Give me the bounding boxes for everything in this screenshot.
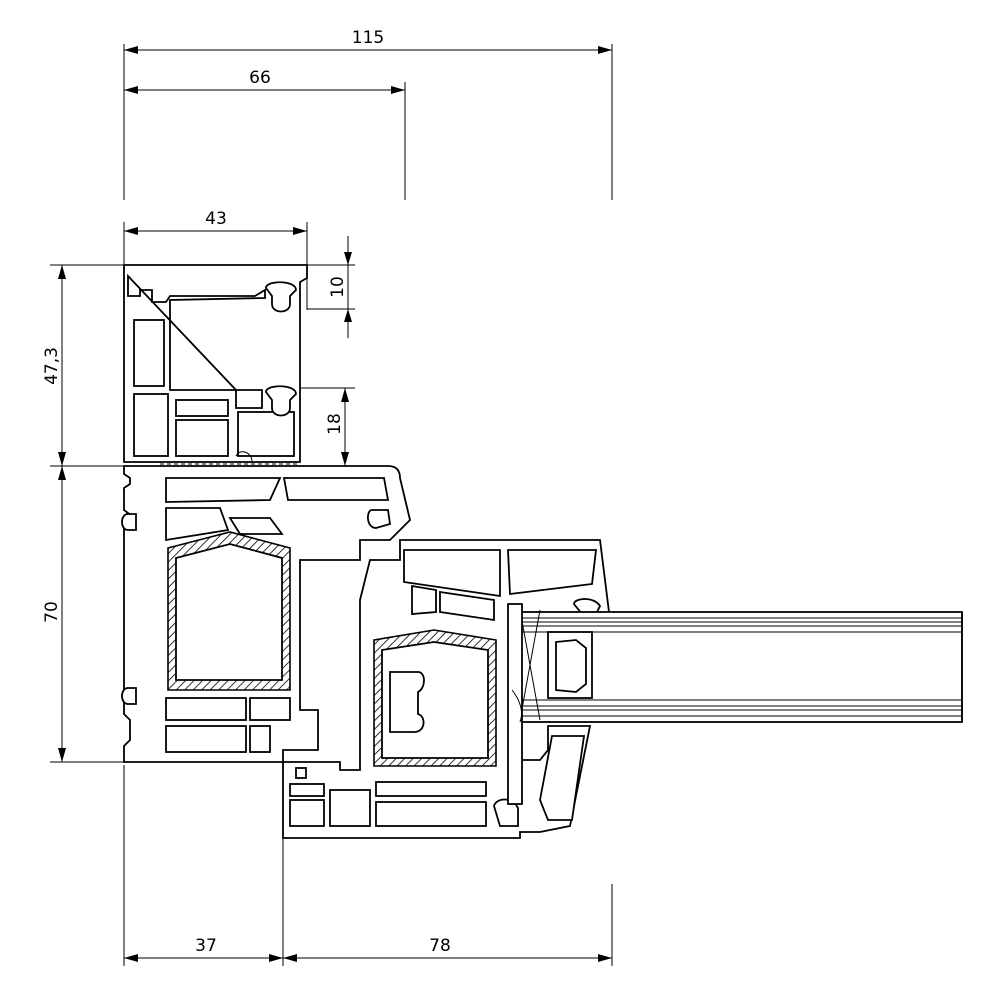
dimension-label-115: 115 <box>352 28 384 48</box>
dimension-label-66: 66 <box>249 68 271 88</box>
dimension-label-78: 78 <box>429 936 451 956</box>
dimension-upper-gap: 10 <box>307 236 355 338</box>
dimension-frame-height: 47,3 <box>42 264 124 467</box>
dimension-label-47-3: 47,3 <box>42 347 62 385</box>
dimension-overall-width: 115 <box>123 28 613 200</box>
dimension-label-18: 18 <box>325 413 345 435</box>
dimension-label-43: 43 <box>205 209 227 229</box>
upper-frame-profile <box>123 264 308 465</box>
dimension-frame-top-width: 43 <box>123 209 308 310</box>
dimension-label-10: 10 <box>328 276 348 298</box>
dimension-label-70: 70 <box>42 601 62 623</box>
dimension-lower-gap: 18 <box>300 387 355 466</box>
dimension-bottom: 37 78 <box>123 765 613 966</box>
dimension-label-37: 37 <box>195 936 217 956</box>
glazing-unit <box>507 603 963 805</box>
main-frame-profile <box>121 465 411 763</box>
dimension-sash-width: 66 <box>124 68 406 200</box>
